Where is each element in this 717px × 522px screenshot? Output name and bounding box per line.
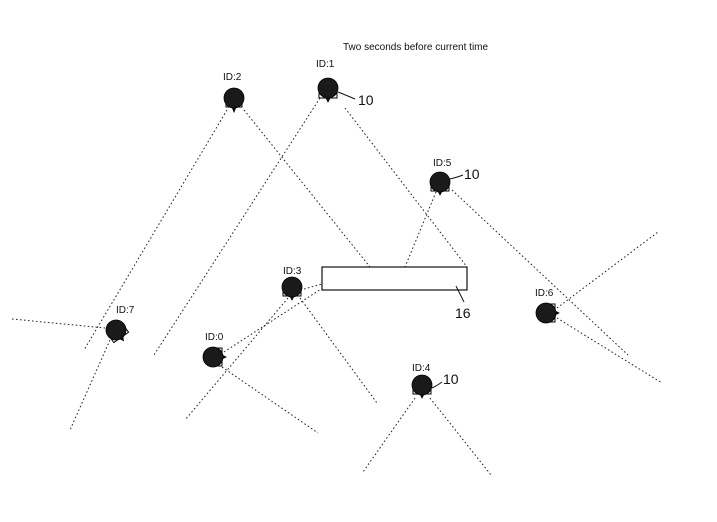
monitored-object	[321, 266, 468, 291]
fov-line-cam6-up	[556, 231, 659, 309]
camera-label: ID:6	[535, 288, 554, 299]
fov-line-cam0-down	[221, 366, 319, 434]
camera-icon	[411, 374, 433, 399]
fov-line-cam5-right	[451, 189, 629, 356]
camera-label: ID:4	[412, 363, 431, 374]
camera-icon	[535, 302, 560, 324]
fov-line-cam6-down	[556, 317, 663, 384]
fov-line-cam7-left	[11, 318, 106, 329]
camera-leader-line	[337, 91, 356, 100]
camera-label: ID:5	[433, 158, 452, 169]
camera-label: ID:0	[205, 332, 224, 343]
camera-id-7: ID:7	[105, 305, 135, 344]
camera-id-0: ID:0	[202, 332, 227, 368]
fov-line-cam3-right	[299, 297, 378, 404]
fov-line-cam5-left	[404, 191, 437, 268]
fov-line-cam2-left	[83, 109, 228, 351]
fov-line-cam3-to-object	[303, 283, 323, 290]
fov-lines	[11, 97, 663, 476]
caption: Two seconds before current time	[343, 42, 489, 53]
camera-icon	[281, 276, 303, 301]
fov-line-cam4-right	[429, 397, 492, 476]
camera-id-2: ID:2	[223, 72, 245, 114]
camera-icon	[105, 319, 130, 344]
camera-leader-line	[431, 381, 443, 389]
camera-id-4: ID:4 10	[411, 363, 459, 399]
camera-label: ID:1	[316, 59, 335, 70]
camera-id-6: ID:6	[535, 288, 560, 324]
camera-id-1: ID:1 10	[316, 59, 374, 108]
camera-leader-line	[449, 174, 464, 180]
fov-line-cam4-left	[362, 397, 416, 473]
camera-label: ID:7	[116, 305, 135, 316]
object-leader-line	[455, 285, 465, 303]
camera-label: ID:3	[283, 266, 302, 277]
camera-icon	[202, 346, 227, 368]
camera-icon	[223, 87, 245, 114]
camera-label: ID:2	[223, 72, 242, 83]
object-reference-number: 16	[455, 305, 471, 321]
fov-line-cam1-right	[344, 107, 468, 268]
camera-reference-number: 10	[358, 92, 374, 108]
camera-reference-number: 10	[464, 166, 480, 182]
camera-icon	[429, 171, 451, 196]
fov-line-cam3-left	[184, 297, 289, 421]
fov-line-cam0-up	[223, 288, 322, 353]
fov-line-cam7-down	[69, 339, 111, 431]
fov-line-cam2-right	[243, 109, 371, 268]
fov-line-cam1-left	[153, 97, 321, 356]
camera-reference-number: 10	[443, 371, 459, 387]
camera-id-3: ID:3	[281, 266, 303, 301]
camera-icon	[317, 77, 339, 103]
camera-id-5: ID:5 10	[429, 158, 480, 196]
